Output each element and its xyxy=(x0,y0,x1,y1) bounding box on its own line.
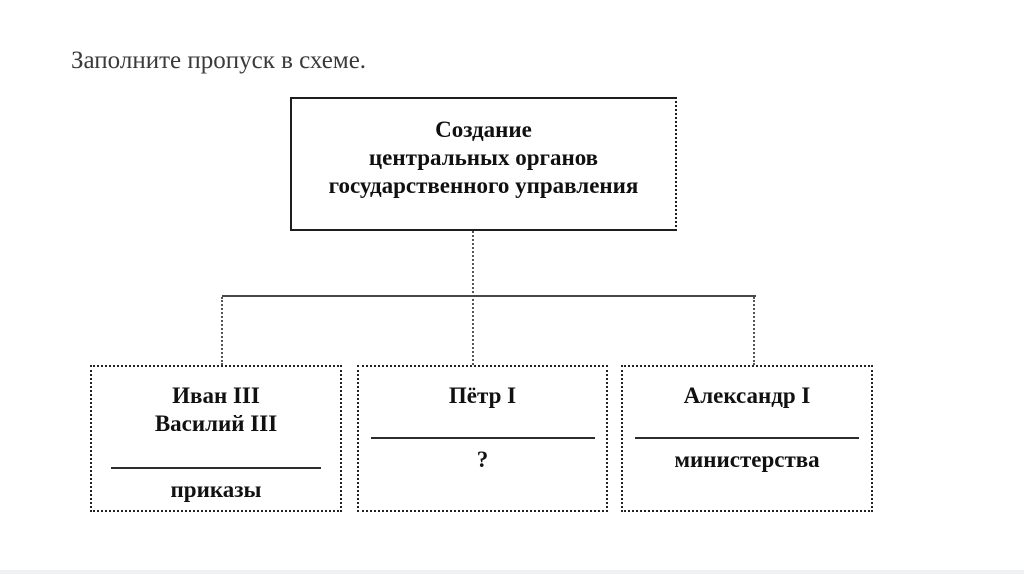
answer-divider xyxy=(370,437,595,439)
ruler-name: Василий III xyxy=(154,411,278,436)
root-box-title-line: центральных органов xyxy=(368,145,599,170)
root-box-title-line: Создание xyxy=(435,117,532,142)
connector-drop-right xyxy=(753,297,755,365)
answer-gap-label: ? xyxy=(476,447,489,472)
ruler-name: Иван III xyxy=(172,383,260,408)
node-ivan-vasily: Иван III Василий III приказы xyxy=(90,365,342,512)
page-bottom-edge xyxy=(0,570,1024,574)
answer-divider xyxy=(111,467,321,469)
node-pyotr: Пётр I ? xyxy=(357,365,608,512)
root-box: Создание центральных органов государстве… xyxy=(290,97,677,231)
ruler-name: Пётр I xyxy=(448,383,517,408)
connector-stem xyxy=(472,231,474,365)
instruction-text: Заполните пропуск в схеме. xyxy=(71,47,367,74)
answer-divider xyxy=(635,437,859,439)
ruler-name: Александр I xyxy=(683,383,811,408)
connector-drop-left xyxy=(221,297,223,365)
answer-label: министерства xyxy=(674,447,820,472)
node-alexander: Александр I министерства xyxy=(621,365,873,512)
root-box-title-line: государственного управления xyxy=(328,173,639,198)
connector-crossbar xyxy=(222,295,756,297)
answer-label: приказы xyxy=(170,477,262,502)
